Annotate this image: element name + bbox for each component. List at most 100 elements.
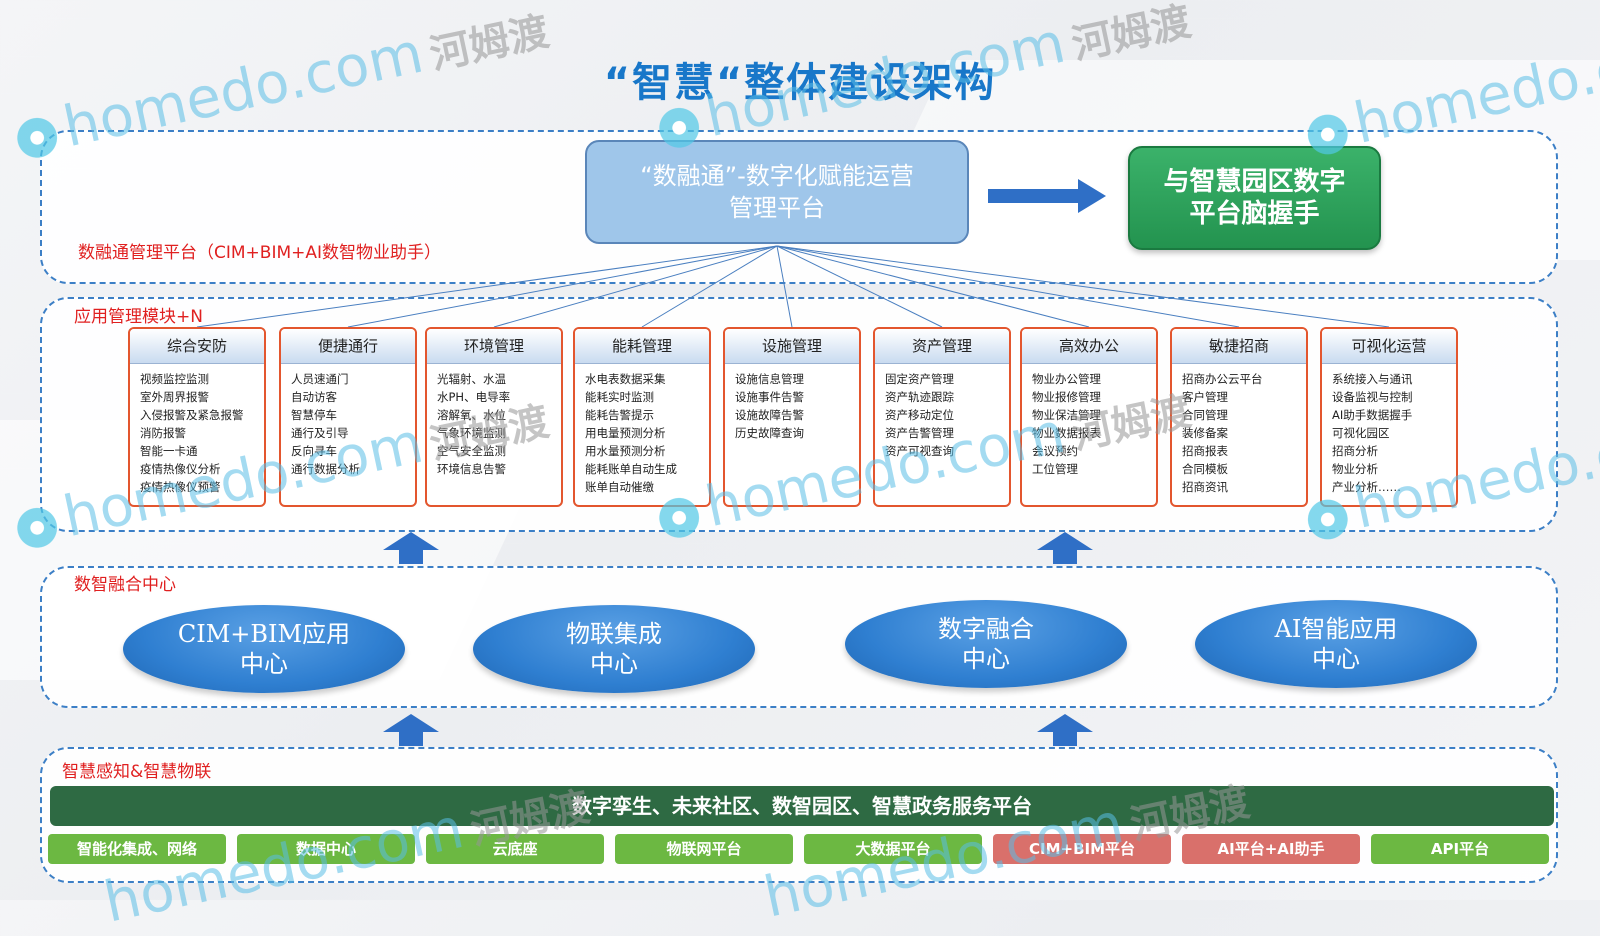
module-item: 通行及引导 <box>291 426 349 440</box>
module-item: 资产告警管理 <box>885 426 954 440</box>
platform-pill: API平台 <box>1371 834 1549 864</box>
module-item: 招商办公云平台 <box>1182 372 1263 386</box>
module-item: 设施信息管理 <box>735 372 804 386</box>
module-title: 能耗管理 <box>575 329 709 364</box>
module-item: 能耗账单自动生成 <box>585 462 677 476</box>
module-item-list: 系统接入与通讯设备监视与控制 AI助手数据握手可视化园区招商分析物业分析产业分析…… <box>1322 364 1456 496</box>
module-item: 视频监控监测 <box>140 372 209 386</box>
module-item: 设备监视与控制 <box>1332 390 1413 404</box>
module-item: 水PH、电导率 <box>437 390 511 404</box>
fusion-center-line2: 中心 <box>590 650 638 678</box>
handshake-line2: 平台脑握手 <box>1189 199 1320 229</box>
module-item: 客户管理 <box>1182 390 1228 404</box>
module-item: 室外周界报警 <box>140 390 209 404</box>
module-item: 会议预约 <box>1032 444 1078 458</box>
fusion-center-line1: AI智能应用 <box>1274 615 1398 643</box>
module-item: 装修备案 <box>1182 426 1228 440</box>
module-item: 资产移动定位 <box>885 408 954 422</box>
module-item: 招商报表 <box>1182 444 1228 458</box>
up-arrow-icon <box>383 532 439 564</box>
handshake-box: 与智慧园区数字 平台脑握手 <box>1128 146 1381 250</box>
module-item-list: 水电表数据采集能耗实时监测能耗告警提示用电量预测分析用水量预测分析能耗账单自动生… <box>575 364 709 496</box>
module-item: 系统接入与通讯 <box>1332 372 1413 386</box>
module-card: 综合安防视频监控监测室外周界报警入侵报警及紧急报警消防报警智能一卡通疫情热像仪分… <box>128 327 266 507</box>
layer-label-application-modules: 应用管理模块+N <box>74 307 203 327</box>
layer-label-fusion-center: 数智融合中心 <box>74 575 176 595</box>
module-item-list: 视频监控监测室外周界报警入侵报警及紧急报警消防报警智能一卡通疫情热像仪分析疫情热… <box>130 364 264 496</box>
fusion-center-ellipse: AI智能应用中心 <box>1195 600 1477 688</box>
module-item: 通行数据分析 <box>291 462 360 476</box>
module-title: 资产管理 <box>875 329 1009 364</box>
module-card: 设施管理设施信息管理设施事件告警设施故障告警历史故障查询 <box>723 327 861 507</box>
module-item: 可视化园区 <box>1332 426 1390 440</box>
platform-pill: 数据中心 <box>237 834 415 864</box>
platform-pill: CIM+BIM平台 <box>993 834 1171 864</box>
module-item: 自动访客 <box>291 390 337 404</box>
fusion-center-line2: 中心 <box>962 645 1010 673</box>
module-card: 资产管理固定资产管理资产轨迹跟踪资产移动定位资产告警管理资产可视查询 <box>873 327 1011 507</box>
module-item: 空气安全监测 <box>437 444 506 458</box>
module-item: 物业分析 <box>1332 462 1378 476</box>
module-item: 资产轨迹跟踪 <box>885 390 954 404</box>
fusion-center-line1: 数字融合 <box>938 615 1034 643</box>
module-title: 高效办公 <box>1022 329 1156 364</box>
module-item: 物业办公管理 <box>1032 372 1101 386</box>
module-item: 用水量预测分析 <box>585 444 666 458</box>
module-item-list: 招商办公云平台客户管理合同管理装修备案招商报表合同模板招商资讯 <box>1172 364 1306 496</box>
module-item: 疫情热像仪预警 <box>140 480 221 494</box>
module-item-list: 物业办公管理物业报修管理物业保洁管理物业数据报表会议预约工位管理 <box>1022 364 1156 478</box>
fusion-center-ellipse: 物联集成中心 <box>473 605 755 693</box>
module-item: 招商资讯 <box>1182 480 1228 494</box>
module-item: 物业报修管理 <box>1032 390 1101 404</box>
arrow-right-icon <box>988 179 1106 213</box>
module-item: 气象环境监测 <box>437 426 506 440</box>
digital-platform-box: “数融通”-数字化赋能运营 管理平台 <box>585 140 969 244</box>
module-item: 环境信息告警 <box>437 462 506 476</box>
platform-pill: 智能化集成、网络 <box>48 834 226 864</box>
module-item: 历史故障查询 <box>735 426 804 440</box>
module-item: 能耗实时监测 <box>585 390 654 404</box>
module-item: 合同模板 <box>1182 462 1228 476</box>
module-item: 招商分析 <box>1332 444 1378 458</box>
module-card: 便捷通行人员速通门自动访客智慧停车通行及引导反向寻车通行数据分析 <box>279 327 417 507</box>
module-item-list: 固定资产管理资产轨迹跟踪资产移动定位资产告警管理资产可视查询 <box>875 364 1009 460</box>
module-title: 环境管理 <box>427 329 561 364</box>
module-item: 账单自动催缴 <box>585 480 654 494</box>
platform-pill: 大数据平台 <box>804 834 982 864</box>
module-item: 人员速通门 <box>291 372 349 386</box>
fusion-center-ellipse: CIM+BIM应用中心 <box>123 605 405 693</box>
fusion-center-line1: CIM+BIM应用 <box>177 620 351 648</box>
platform-pill: 云底座 <box>426 834 604 864</box>
up-arrow-icon <box>1037 714 1093 746</box>
module-item-list: 人员速通门自动访客智慧停车通行及引导反向寻车通行数据分析 <box>281 364 415 478</box>
module-item: 能耗告警提示 <box>585 408 654 422</box>
module-card: 高效办公物业办公管理物业报修管理物业保洁管理物业数据报表会议预约工位管理 <box>1020 327 1158 507</box>
fusion-center-ellipse: 数字融合中心 <box>845 600 1127 688</box>
module-item: 反向寻车 <box>291 444 337 458</box>
module-item: 入侵报警及紧急报警 <box>140 408 244 422</box>
module-item: 消防报警 <box>140 426 186 440</box>
fusion-center-line2: 中心 <box>240 650 288 678</box>
module-item: 疫情热像仪分析 <box>140 462 221 476</box>
service-platform-bar: 数字孪生、未来社区、数智园区、智慧政务服务平台 <box>50 786 1554 826</box>
layer-label-perception-iot: 智慧感知&智慧物联 <box>62 762 212 782</box>
module-item: 智慧停车 <box>291 408 337 422</box>
module-item: AI助手数据握手 <box>1332 408 1413 422</box>
module-item: 固定资产管理 <box>885 372 954 386</box>
module-title: 便捷通行 <box>281 329 415 364</box>
up-arrow-icon <box>1037 532 1093 564</box>
digital-platform-line1: “数融通”-数字化赋能运营 <box>640 162 914 190</box>
module-item: 物业数据报表 <box>1032 426 1101 440</box>
module-title: 敏捷招商 <box>1172 329 1306 364</box>
module-item: 用电量预测分析 <box>585 426 666 440</box>
module-title: 综合安防 <box>130 329 264 364</box>
fusion-center-line2: 中心 <box>1312 645 1360 673</box>
module-item: 产业分析…… <box>1332 480 1401 494</box>
module-item: 设施事件告警 <box>735 390 804 404</box>
layer-label-management-platform: 数融通管理平台（CIM+BIM+AI数智物业助手） <box>78 243 442 263</box>
module-item: 资产可视查询 <box>885 444 954 458</box>
module-item-list: 光辐射、水温水PH、电导率溶解氧、水位气象环境监测空气安全监测环境信息告警 <box>427 364 561 478</box>
module-card: 能耗管理水电表数据采集能耗实时监测能耗告警提示用电量预测分析用水量预测分析能耗账… <box>573 327 711 507</box>
digital-platform-line2: 管理平台 <box>729 194 825 222</box>
